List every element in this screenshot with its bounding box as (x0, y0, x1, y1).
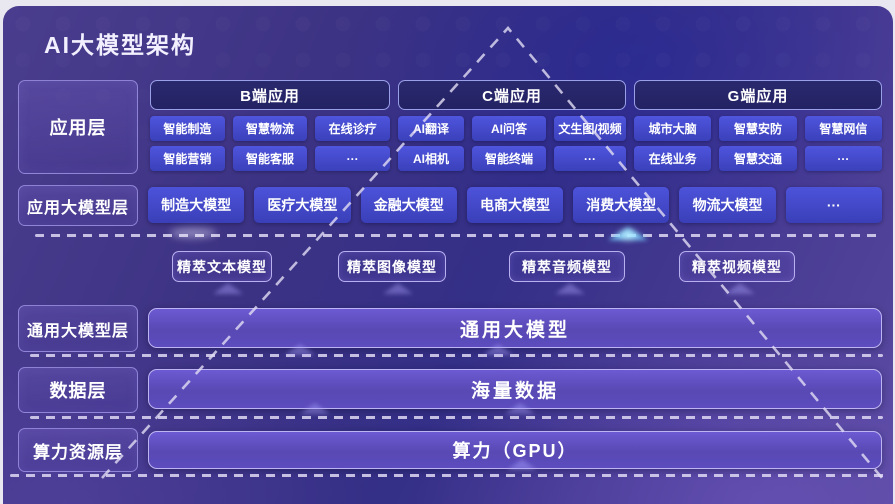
app-chip: 在线业务 (634, 146, 712, 171)
app-chip: 智慧物流 (232, 116, 308, 141)
flow-up-arrow-glow (213, 283, 243, 294)
dashed-divider-2 (30, 354, 883, 357)
model-box: 制造大模型 (148, 187, 245, 223)
model-box: 医疗大模型 (254, 187, 351, 223)
refined-model-box: 精萃图像模型 (338, 251, 446, 282)
layer-label-data: 数据层 (18, 367, 138, 413)
group-header-c: C端应用 (398, 80, 626, 110)
flow-up-arrow-glow (285, 344, 315, 355)
app-chip: 城市大脑 (634, 116, 712, 141)
app-chip: 智能制造 (150, 116, 225, 141)
group-grid-c: AI翻译 AI问答 文生图/视频 AI相机 智能终端 ··· (398, 116, 626, 171)
cyan-arrow-glow (608, 227, 648, 240)
flow-up-arrow-glow (507, 459, 537, 470)
group-grid-b: 智能制造 智慧物流 在线诊疗 智能营销 智能客服 ··· (150, 116, 390, 171)
model-box-ellipsis: ··· (785, 187, 882, 223)
app-chip: 智能终端 (472, 146, 546, 171)
dashed-divider-1 (35, 234, 883, 237)
app-chip: 文生图/视频 (554, 116, 626, 141)
app-chip: 智慧交通 (719, 146, 797, 171)
app-chip: 智慧网信 (804, 116, 882, 141)
app-chip: AI问答 (472, 116, 546, 141)
layer-label-app-models: 应用大模型层 (18, 185, 138, 226)
app-chip: 智慧安防 (719, 116, 797, 141)
model-box: 金融大模型 (360, 187, 457, 223)
app-chip-ellipsis: ··· (315, 146, 390, 171)
app-chip: 智能营销 (150, 146, 225, 171)
layer-label-general-model: 通用大模型层 (18, 305, 138, 352)
app-chip: 智能客服 (232, 146, 308, 171)
app-chip: AI相机 (398, 146, 464, 171)
app-group-g: G端应用 城市大脑 智慧安防 智慧网信 在线业务 智慧交通 ··· (634, 80, 882, 172)
general-model-box: 通用大模型 (148, 308, 882, 348)
app-chip: 在线诊疗 (315, 116, 390, 141)
light-wisp-decoration (170, 228, 216, 238)
model-box: 消费大模型 (573, 187, 670, 223)
model-box: 电商大模型 (466, 187, 564, 223)
layer-label-compute: 算力资源层 (18, 428, 138, 472)
app-chip-ellipsis: ··· (554, 146, 626, 171)
flow-up-arrow-glow (725, 283, 755, 294)
group-grid-g: 城市大脑 智慧安防 智慧网信 在线业务 智慧交通 ··· (634, 116, 882, 171)
page-title: AI大模型架构 (44, 32, 196, 58)
flow-up-arrow-glow (300, 403, 330, 414)
group-header-b: B端应用 (150, 80, 390, 110)
flow-up-arrow-glow (505, 403, 535, 414)
app-model-row: 制造大模型 医疗大模型 金融大模型 电商大模型 消费大模型 物流大模型 ··· (148, 187, 882, 223)
group-header-g: G端应用 (634, 80, 882, 110)
flow-up-arrow-glow (555, 283, 585, 294)
model-box: 物流大模型 (679, 187, 776, 223)
refined-model-box: 精萃文本模型 (172, 251, 272, 282)
dashed-divider-bottom (10, 474, 885, 477)
app-group-b: B端应用 智能制造 智慧物流 在线诊疗 智能营销 智能客服 ··· (150, 80, 390, 172)
app-group-c: C端应用 AI翻译 AI问答 文生图/视频 AI相机 智能终端 ··· (398, 80, 626, 172)
dashed-divider-3 (30, 416, 883, 419)
layer-label-application: 应用层 (18, 80, 138, 174)
app-chip-ellipsis: ··· (804, 146, 882, 171)
refined-model-box: 精萃视频模型 (679, 251, 795, 282)
flow-up-arrow-glow (383, 283, 413, 294)
refined-model-box: 精萃音频模型 (509, 251, 625, 282)
app-chip: AI翻译 (398, 116, 464, 141)
flow-up-arrow-glow (483, 344, 513, 355)
